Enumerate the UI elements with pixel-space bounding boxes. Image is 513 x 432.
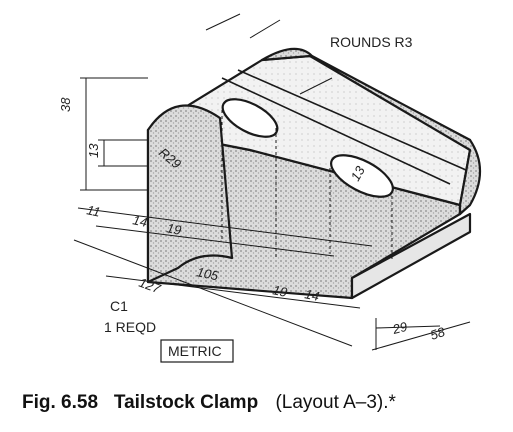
top-groove xyxy=(221,69,467,185)
quantity-note: 1 REQD xyxy=(104,319,156,335)
dim-13-height: 13 xyxy=(86,143,101,158)
dim-105: 105 xyxy=(195,264,220,283)
part-number: C1 xyxy=(110,298,128,314)
rounds-note: ROUNDS R3 xyxy=(330,34,413,50)
figure-title: Tailstock Clamp xyxy=(113,392,259,413)
part-body xyxy=(146,47,481,300)
metric-box xyxy=(160,339,234,363)
dim-14-left: 14 xyxy=(131,212,148,230)
slot-1 xyxy=(221,98,279,138)
dim-14-right: 14 xyxy=(303,286,320,304)
figure-number: Fig. 6.58 xyxy=(22,392,99,413)
dim-58: 58 xyxy=(428,324,447,343)
dim-19-left: 19 xyxy=(165,220,182,238)
metric-label: METRIC xyxy=(168,343,222,359)
dimension-lines xyxy=(73,13,471,351)
dim-38: 38 xyxy=(58,97,73,112)
figure-caption: Fig. 6.58 Tailstock Clamp (Layout A–3).* xyxy=(22,392,502,414)
rounded-end-face xyxy=(260,47,481,216)
dim-29: 29 xyxy=(390,319,409,337)
dim-19-right: 19 xyxy=(271,282,288,300)
dim-127: 127 xyxy=(137,275,163,297)
base-strip xyxy=(350,212,472,300)
figure-layout-note: (Layout A–3).* xyxy=(275,392,396,413)
left-end-arc xyxy=(146,104,234,284)
dim-11: 11 xyxy=(85,202,101,219)
